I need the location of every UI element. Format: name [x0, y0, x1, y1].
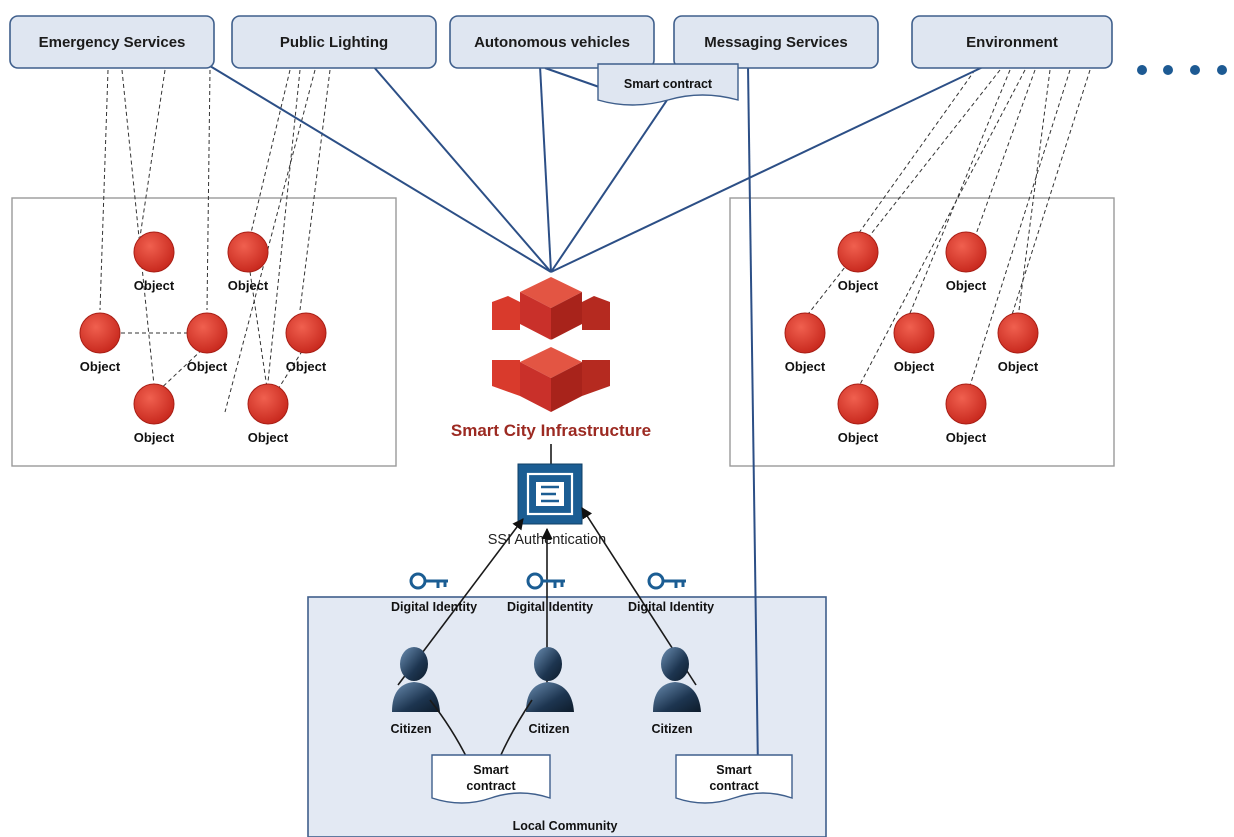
object-circle-icon	[893, 312, 935, 354]
object-left-1[interactable]: Object	[133, 231, 175, 293]
digital-identity-1[interactable]: Digital Identity	[391, 572, 477, 614]
smart-contract-left[interactable]: Smart contract	[431, 754, 551, 804]
digital-identity-3[interactable]: Digital Identity	[628, 572, 714, 614]
object-circle-icon	[133, 231, 175, 273]
smart-contract-right[interactable]: Smart contract	[675, 754, 793, 804]
digital-identity-label: Digital Identity	[628, 600, 714, 614]
ssi-shield-icon[interactable]	[517, 463, 583, 525]
citizen-label: Citizen	[652, 722, 693, 736]
citizen-3[interactable]: Citizen	[652, 647, 701, 736]
service-autonomous-vehicles[interactable]: Autonomous vehicles	[449, 15, 655, 69]
object-left-5[interactable]: Object	[285, 312, 327, 374]
object-label: Object	[134, 278, 175, 293]
digital-identity-2[interactable]: Digital Identity	[507, 572, 593, 614]
object-circle-icon	[945, 231, 987, 273]
top-contract-label: Smart contract	[624, 77, 713, 91]
service-label: Emergency Services	[39, 34, 186, 51]
service-label: Messaging Services	[704, 34, 847, 51]
object-right-3[interactable]: Object	[784, 312, 826, 374]
object-circle-icon	[79, 312, 121, 354]
object-label: Object	[894, 359, 935, 374]
object-circle-icon	[133, 383, 175, 425]
object-left-6[interactable]: Object	[133, 383, 175, 445]
object-label: Object	[80, 359, 121, 374]
citizen-label: Citizen	[391, 722, 432, 736]
digital-identity-label: Digital Identity	[507, 600, 593, 614]
citizen-2[interactable]: Citizen	[526, 647, 574, 736]
citizen-person-icon	[653, 647, 701, 712]
object-circle-icon	[837, 231, 879, 273]
object-label: Object	[286, 359, 327, 374]
object-left-7[interactable]: Object	[247, 383, 289, 445]
object-label: Object	[998, 359, 1039, 374]
service-label: Environment	[966, 34, 1058, 51]
object-label: Object	[248, 430, 289, 445]
object-label: Object	[187, 359, 228, 374]
key-icon	[647, 572, 686, 590]
object-circle-icon	[945, 383, 987, 425]
object-label: Object	[946, 430, 987, 445]
object-circle-icon	[186, 312, 228, 354]
service-links	[209, 65, 986, 773]
contract-line1: Smart	[473, 763, 509, 777]
service-label: Public Lighting	[280, 34, 388, 51]
infrastructure-label: Smart City Infrastructure	[451, 421, 651, 440]
object-label: Object	[228, 278, 269, 293]
object-left-2[interactable]: Object	[227, 231, 269, 293]
object-circle-icon	[997, 312, 1039, 354]
left-dashed-links	[99, 69, 331, 413]
object-right-7[interactable]: Object	[945, 383, 987, 445]
object-circle-icon	[247, 383, 289, 425]
object-right-6[interactable]: Object	[837, 383, 879, 445]
key-icon	[409, 572, 448, 590]
object-right-5[interactable]: Object	[997, 312, 1039, 374]
service-environment[interactable]: Environment	[911, 15, 1113, 69]
service-messaging[interactable]: Messaging Services	[673, 15, 879, 69]
contract-line2: contract	[709, 779, 759, 793]
citizen-contract-links	[429, 699, 533, 761]
object-circle-icon	[227, 231, 269, 273]
service-emergency[interactable]: Emergency Services	[9, 15, 215, 69]
aws-cubes-icon[interactable]	[492, 277, 610, 412]
object-label: Object	[946, 278, 987, 293]
key-icon	[526, 572, 565, 590]
citizen-person-icon	[392, 647, 440, 712]
local-community-box	[307, 596, 827, 837]
object-right-1[interactable]: Object	[837, 231, 879, 293]
object-circle-icon	[285, 312, 327, 354]
object-left-3[interactable]: Object	[79, 312, 121, 374]
contract-line1: Smart	[716, 763, 752, 777]
top-smart-contract[interactable]: Smart contract	[597, 63, 739, 106]
object-label: Object	[838, 430, 879, 445]
service-public-lighting[interactable]: Public Lighting	[231, 15, 437, 69]
right-dashed-links	[804, 69, 1091, 393]
citizen-1[interactable]: Citizen	[391, 647, 440, 736]
contract-line2: contract	[466, 779, 516, 793]
more-dots-icon	[1137, 65, 1227, 75]
object-right-4[interactable]: Object	[893, 312, 935, 374]
digital-identity-label: Digital Identity	[391, 600, 477, 614]
object-left-4[interactable]: Object	[186, 312, 228, 374]
citizen-label: Citizen	[529, 722, 570, 736]
local-community-label: Local Community	[513, 819, 618, 833]
object-label: Object	[785, 359, 826, 374]
service-label: Autonomous vehicles	[474, 34, 630, 51]
object-circle-icon	[784, 312, 826, 354]
object-label: Object	[134, 430, 175, 445]
object-right-2[interactable]: Object	[945, 231, 987, 293]
citizen-person-icon	[526, 647, 574, 712]
object-label: Object	[838, 278, 879, 293]
object-circle-icon	[837, 383, 879, 425]
